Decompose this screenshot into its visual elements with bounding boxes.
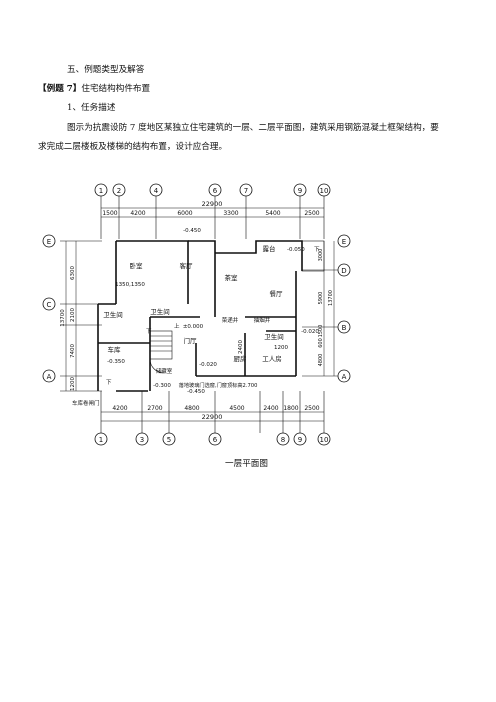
top-dim-1: 1500 xyxy=(102,210,117,217)
bottom-axis-labels: 1 3 5 6 8 9 10 xyxy=(94,432,331,446)
bottom-axis-1: 1 xyxy=(99,436,103,444)
room-bath-2: 卫生间 xyxy=(150,307,170,316)
level-1: -0.450 xyxy=(183,228,201,234)
room-bath-1: 卫生间 xyxy=(103,310,123,319)
staircase xyxy=(149,330,173,374)
room-storage: 储藏室 xyxy=(156,367,173,375)
room-terrace: 露台 xyxy=(263,244,276,253)
example-title: 住宅结构构件布置 xyxy=(81,84,151,94)
right-dim-3: 1500 xyxy=(318,325,324,338)
level-3: 1350,1350 xyxy=(115,282,145,288)
room-tea: 茶室 xyxy=(225,273,239,282)
room-dining: 餐厅 xyxy=(270,289,284,298)
level-6: -0.020 xyxy=(301,329,319,335)
left-dim-1: 6300 xyxy=(70,266,76,280)
glass-door-note: 落地玻璃门选窗,门窗顶标高2.700 xyxy=(179,381,258,389)
level-8: -0.300 xyxy=(153,383,171,389)
plan-caption: 一层平面图 xyxy=(225,459,268,469)
room-garage: 车库 xyxy=(108,345,122,354)
bottom-axis-6: 6 xyxy=(213,436,218,444)
description-line-1: 图示为抗震设防 7 度地区某独立住宅建筑的一层、二层平面图，建筑采用钢筋混凝土框… xyxy=(67,123,439,133)
room-bedroom: 卧室 xyxy=(130,261,144,270)
bottom-total-dim: 22900 xyxy=(202,413,223,421)
room-servant: 工人房 xyxy=(262,354,282,363)
description-line-2: 求完成二层楼板及楼梯的结构布置，设计应合理。 xyxy=(38,142,228,152)
top-total-dim: 22900 xyxy=(202,200,223,208)
bottom-dim-3: 4800 xyxy=(184,405,199,412)
bottom-dim-7: 2500 xyxy=(304,405,319,412)
left-axis-A: A xyxy=(47,373,52,381)
marker-2: 下 xyxy=(146,328,152,335)
top-dim-6: 2500 xyxy=(304,210,319,217)
example-heading: 【例题 7】住宅结构构件布置 xyxy=(38,83,150,95)
bottom-axis-8: 8 xyxy=(281,436,285,444)
bottom-axis-3: 3 xyxy=(140,436,144,444)
right-axis-E: E xyxy=(342,238,346,246)
left-axis-C: C xyxy=(47,301,52,309)
terrace-outline xyxy=(301,240,325,272)
plan-walls xyxy=(97,240,303,392)
bottom-dim-4: 4500 xyxy=(229,405,244,412)
top-axis-4: 4 xyxy=(154,187,159,195)
section-heading: 五、例题类型及解答 xyxy=(67,65,145,75)
marker-4: 下 xyxy=(106,379,112,386)
level-5: -0.020 xyxy=(199,362,217,368)
left-total-dim: 13700 xyxy=(60,309,66,327)
bottom-dim-1: 4200 xyxy=(112,405,127,412)
left-dim-3: 7400 xyxy=(70,344,76,358)
example-tag: 【例题 7】 xyxy=(38,84,82,94)
top-dim-2: 4200 xyxy=(130,210,145,217)
garage-door-label: 车库卷闸门 xyxy=(72,399,100,407)
level-2: -0.050 xyxy=(287,247,305,253)
room-kitchen: 厨房 xyxy=(234,354,247,363)
top-axis-6: 6 xyxy=(213,187,218,195)
marker-1: 下 xyxy=(314,246,320,253)
level-7: -0.350 xyxy=(107,359,125,365)
dumbwaiter-shaft: 菜递井 xyxy=(222,316,239,324)
level-4: ±0.000 xyxy=(183,324,204,330)
top-dim-3: 6000 xyxy=(177,210,192,217)
left-axis-E: E xyxy=(47,238,51,246)
right-axis-B: B xyxy=(342,324,347,332)
bottom-dim-2: 2700 xyxy=(147,405,162,412)
marker-3: 上 xyxy=(174,322,180,330)
room-bath-3: 卫生间 xyxy=(264,332,284,341)
right-dim-4: 600 xyxy=(318,338,324,348)
left-dim-4: 1200 xyxy=(70,377,76,391)
bottom-axis-5: 5 xyxy=(167,436,171,444)
bottom-dim-5: 2400 xyxy=(263,405,278,412)
level-9: -0.450 xyxy=(187,389,205,395)
top-dim-4: 3300 xyxy=(223,210,238,217)
top-dim-5: 5400 xyxy=(265,210,280,217)
bottom-dim-6: 1800 xyxy=(283,405,298,412)
flue-shaft: 抽烟井 xyxy=(254,316,271,324)
bottom-axis-10: 10 xyxy=(320,436,329,444)
room-living: 客厅 xyxy=(180,261,194,270)
right-dim-2: 5900 xyxy=(318,292,324,305)
room-foyer: 门厅 xyxy=(184,336,198,345)
small-dim-2400: 2400 xyxy=(238,340,244,354)
bottom-axis-9: 9 xyxy=(298,436,302,444)
right-axis-D: D xyxy=(341,267,346,275)
top-axis-2: 2 xyxy=(117,187,121,195)
first-floor-plan: 1 2 4 6 7 9 10 22900 1500 4200 6000 3300… xyxy=(42,183,351,446)
small-dim-1200: 1200 xyxy=(274,345,288,351)
top-axis-labels: 1 2 4 6 7 9 10 xyxy=(94,183,331,197)
right-total-dim: 13700 xyxy=(328,290,334,306)
left-dim-2: 2100 xyxy=(70,308,76,322)
top-axis-10: 10 xyxy=(320,187,329,195)
right-dim-5: 4800 xyxy=(318,354,324,367)
top-axis-9: 9 xyxy=(298,187,302,195)
top-axis-7: 7 xyxy=(244,187,248,195)
task-heading: 1、任务描述 xyxy=(67,103,116,113)
top-axis-1: 1 xyxy=(99,187,103,195)
right-axis-A: A xyxy=(342,373,347,381)
right-dim-1: 3000 xyxy=(318,249,324,262)
